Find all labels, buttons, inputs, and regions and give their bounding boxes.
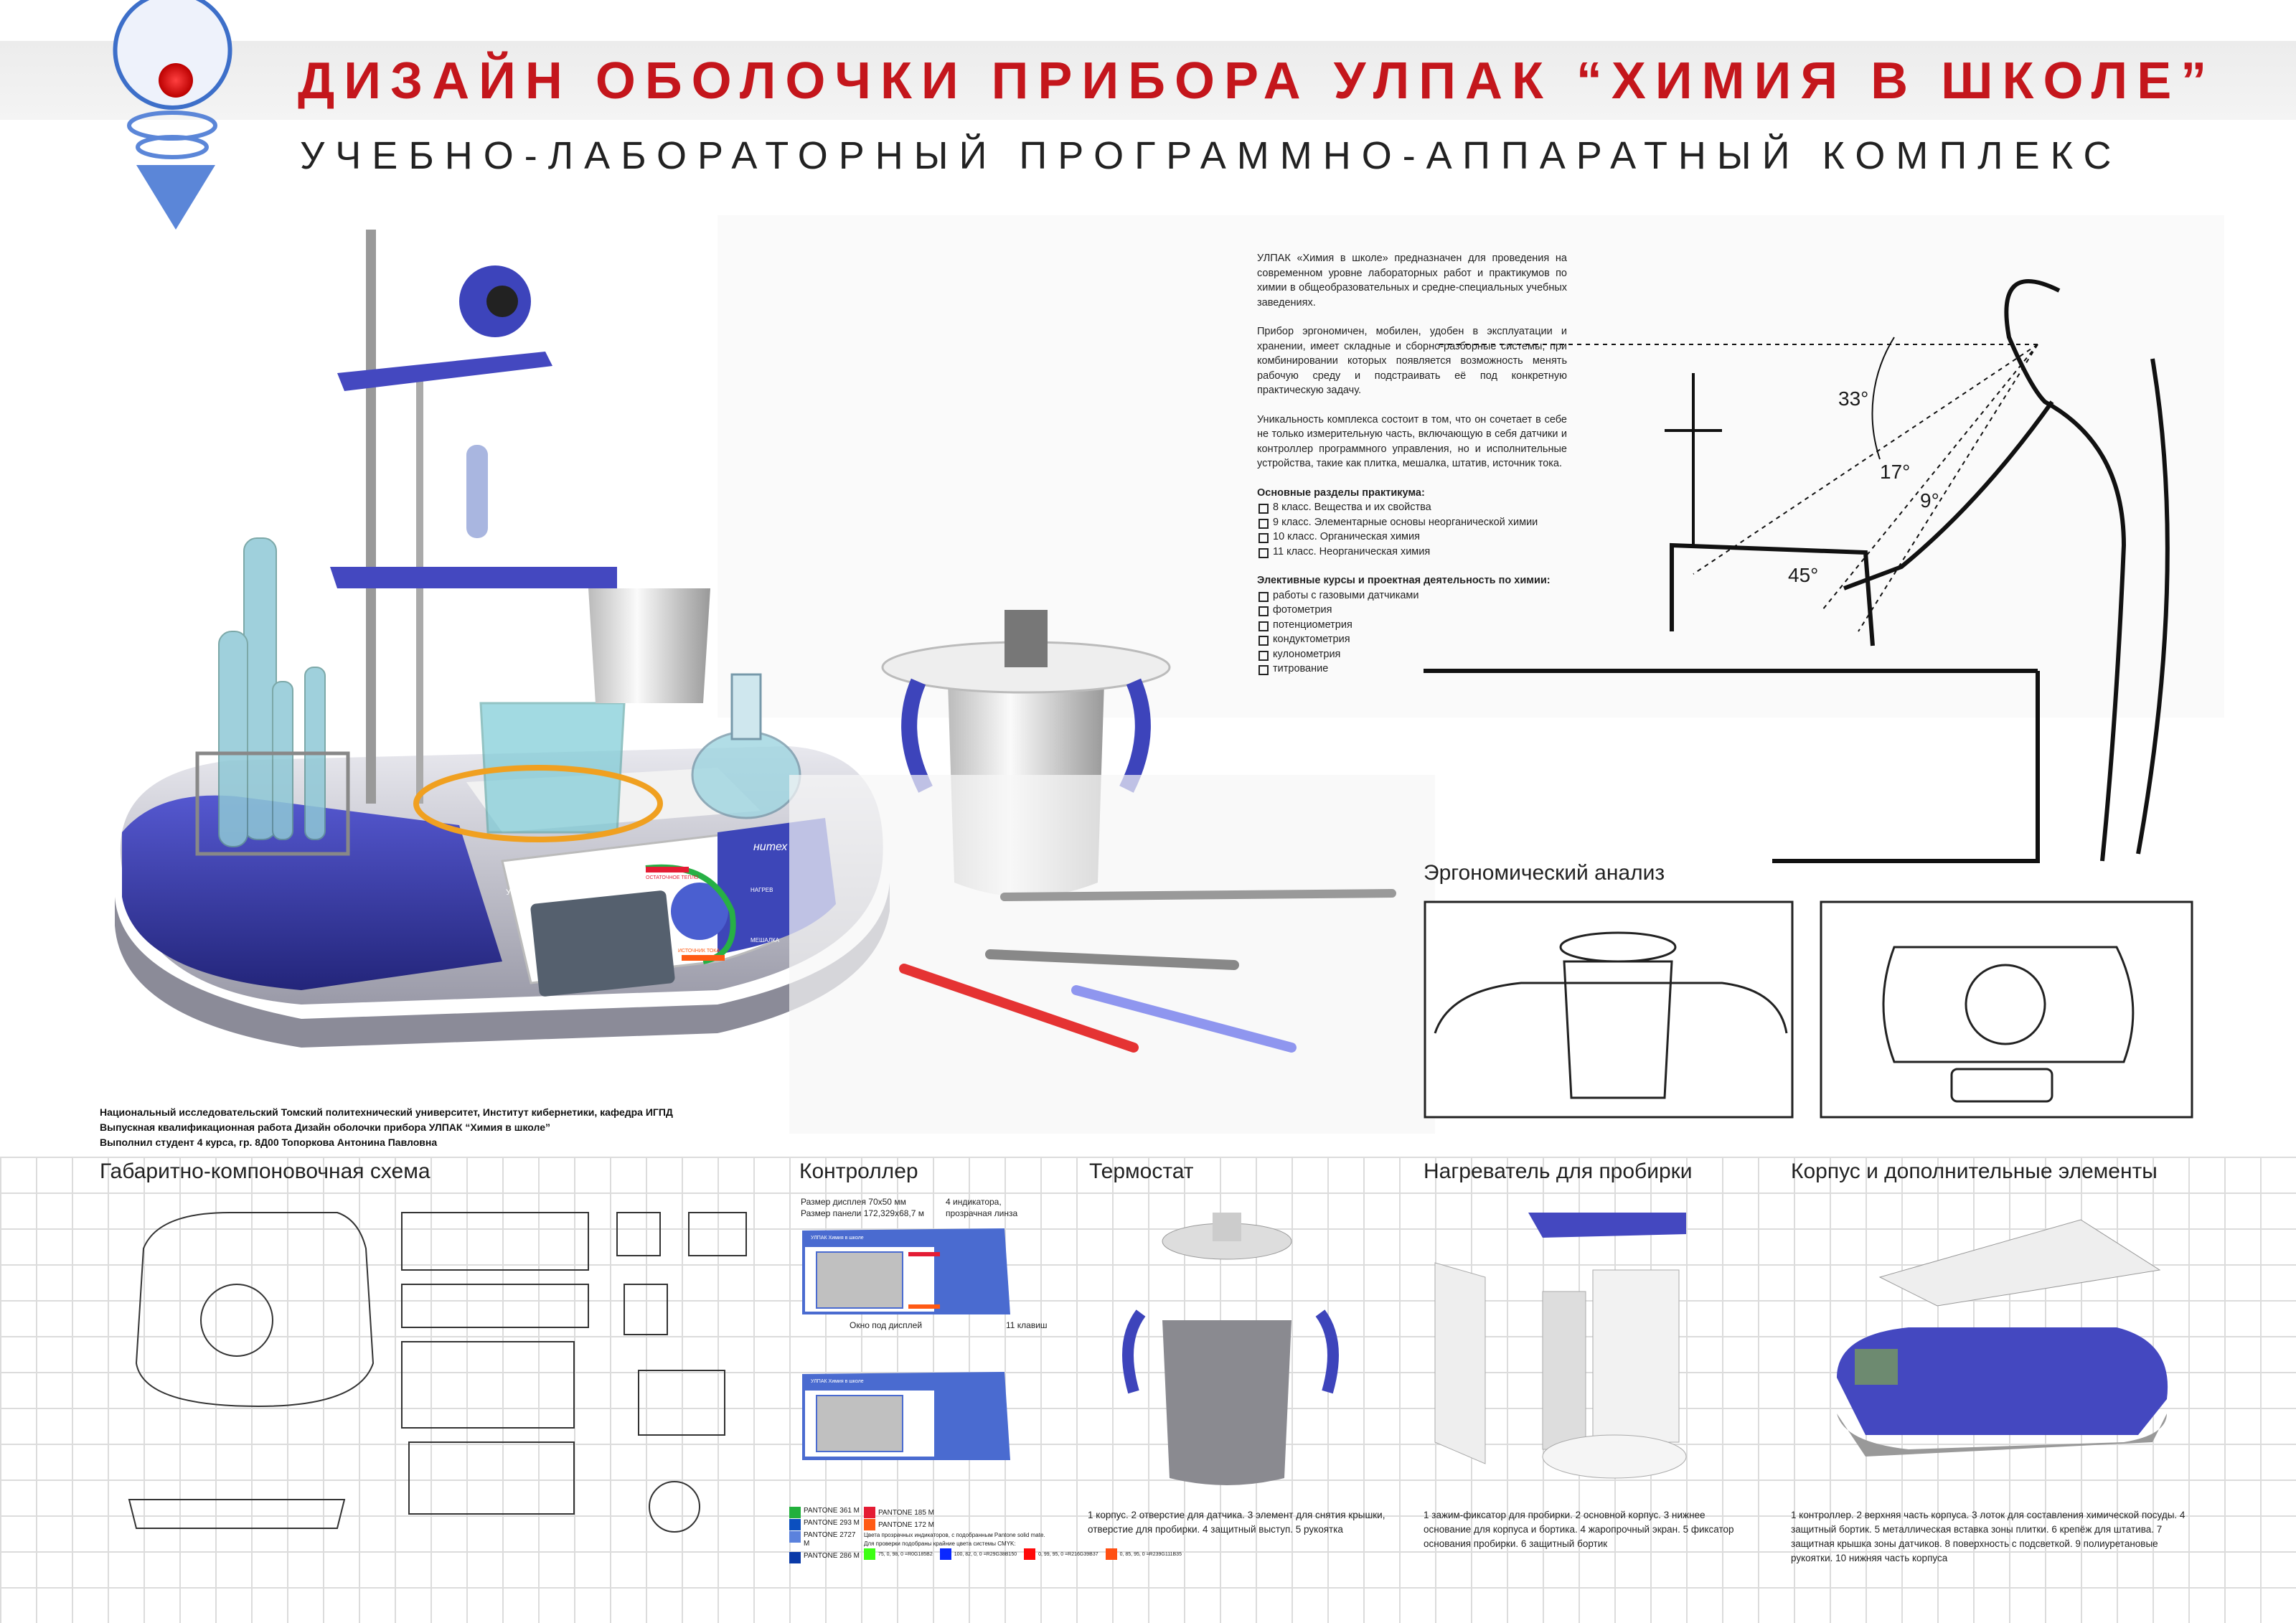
pantone-item: PANTONE 185 M: [864, 1507, 1182, 1519]
keys-label: 11 клавиш: [1006, 1320, 1048, 1330]
list-item: кулонометрия: [1257, 647, 1567, 662]
pantone-item: PANTONE 293 M: [789, 1519, 861, 1530]
section-layout-title: Габаритно-компоновочная схема: [100, 1159, 430, 1183]
logo-icon: [113, 0, 232, 230]
credits-line: Выполнил студент 4 курса, гр. 8Д00 Топор…: [100, 1137, 438, 1148]
stir-label: МЕШАЛКА: [751, 937, 780, 944]
display-window-label: Окно под дисплей: [850, 1320, 923, 1330]
angle-17: 17°: [1880, 461, 1911, 483]
power-source-label: ИСТОЧНИК ТОКА: [678, 949, 720, 954]
description-p1: УЛПАК «Химия в школе» предназначен для п…: [1257, 253, 1567, 309]
sections-heading: Основные разделы практикума:: [1257, 486, 1425, 499]
ergonomic-figure: [1424, 278, 2170, 863]
list-item: работы с газовыми датчиками: [1257, 588, 1567, 603]
credits-line: Национальный исследовательский Томский п…: [100, 1106, 673, 1118]
pantone-item: PANTONE 2727 M: [789, 1531, 861, 1548]
pantone-item: PANTONE 172 M: [864, 1519, 1182, 1531]
list-item: фотометрия: [1257, 603, 1567, 618]
panel-size: Размер панели 172,329х68,7 м: [801, 1208, 925, 1218]
layout-drawings: [128, 1212, 747, 1533]
credits: Национальный исследовательский Томский п…: [100, 1105, 673, 1150]
section-heater-title: Нагреватель для пробирки: [1424, 1159, 1693, 1183]
residual-heat-label: ОСТАТОЧНОЕ ТЕПЛО: [646, 875, 699, 880]
pantone-legend-left: PANTONE 361 M PANTONE 293 M PANTONE 2727…: [789, 1507, 861, 1564]
list-item: 9 класс. Элементарные основы неорганичес…: [1257, 515, 1567, 530]
thermostat-caption: 1 корпус. 2 отверстие для датчика. 3 эле…: [1088, 1510, 1385, 1535]
lens-label: прозрачная линза: [946, 1208, 1018, 1218]
poster-title: ДИЗАЙН ОБОЛОЧКИ ПРИБОРА УЛПАК “ХИМИЯ В Ш…: [298, 52, 2216, 110]
title-band: [0, 41, 2296, 120]
list-item: 10 класс. Органическая химия: [1257, 530, 1567, 545]
heater-caption: 1 зажим-фиксатор для пробирки. 2 основно…: [1424, 1510, 1734, 1549]
electives-heading: Элективные курсы и проектная деятельност…: [1257, 575, 1551, 586]
pantone-item: PANTONE 361 M: [789, 1507, 861, 1518]
description-p2: Прибор эргономичен, мобилен, удобен в эк…: [1257, 326, 1567, 396]
electives-list: работы с газовыми датчиками фотометрия п…: [1257, 588, 1567, 677]
pens-and-drawings: [789, 775, 1435, 1134]
section-body-title: Корпус и дополнительные элементы: [1791, 1159, 2158, 1183]
panel-2-label: УЛПАК Химия в школе: [811, 1379, 864, 1384]
sections-list: 8 класс. Вещества и их свойства 9 класс.…: [1257, 500, 1567, 559]
body-caption: 1 контроллер. 2 верхняя часть корпуса. 3…: [1791, 1510, 2186, 1563]
device-rendering: [115, 230, 890, 1048]
ergonomic-sketch-2: [1820, 900, 2193, 1119]
description-p3: Уникальность комплекса состоит в том, чт…: [1257, 413, 1567, 470]
pantone-item: PANTONE 286 M: [789, 1552, 861, 1563]
indicators-label: 4 индикатора,: [946, 1197, 1002, 1207]
section-thermostat-title: Термостат: [1089, 1159, 1194, 1183]
list-item: кондуктометрия: [1257, 632, 1567, 647]
pantone-note-2: Для проверки подобраны крайние цвета сис…: [864, 1540, 1016, 1547]
list-item: потенциометрия: [1257, 618, 1567, 633]
sight-lines: [1435, 337, 2038, 632]
panel-1-label: УЛПАК Химия в школе: [811, 1236, 864, 1241]
pantone-legend-right: PANTONE 185 M PANTONE 172 M Цвета прозра…: [864, 1507, 1182, 1561]
ergonomics-title: Эргономический анализ: [1424, 861, 1665, 885]
ergonomic-sketch-1: [1424, 900, 1794, 1119]
list-item: титрование: [1257, 662, 1567, 677]
poster-subtitle: УЧЕБНО-ЛАБОРАТОРНЫЙ ПРОГРАММНО-АППАРАТНЫ…: [300, 134, 2122, 177]
list-item: 8 класс. Вещества и их свойства: [1257, 500, 1567, 515]
thermostat-exploded: [1122, 1213, 1339, 1485]
credits-line: Выпускная квалификационная работа Дизайн…: [100, 1121, 550, 1133]
list-item: 11 класс. Неорганическая химия: [1257, 545, 1567, 560]
heat-label: НАГРЕВ: [751, 887, 773, 893]
description: УЛПАК «Химия в школе» предназначен для п…: [1257, 251, 1567, 677]
body-exploded: [1837, 1219, 2168, 1457]
pantone-note-1: Цвета прозрачных индикаторов, с подобран…: [864, 1532, 1045, 1538]
display-size: Размер дисплея 70х50 мм: [801, 1197, 906, 1207]
controller-panel-2: [802, 1372, 1010, 1460]
angle-45: 45°: [1788, 564, 1819, 586]
angle-33: 33°: [1838, 387, 1869, 410]
angle-9: 9°: [1920, 489, 1939, 512]
heater-exploded: [1434, 1213, 1687, 1479]
device-brand-logo: нитех: [753, 841, 788, 853]
section-controller-title: Контроллер: [799, 1159, 918, 1183]
controller-panel-1: [802, 1228, 1010, 1314]
cmyk-swatches: 75, 0, 98, 0 =R0G185B2 100, 82, 0, 0 =R2…: [864, 1548, 1182, 1561]
